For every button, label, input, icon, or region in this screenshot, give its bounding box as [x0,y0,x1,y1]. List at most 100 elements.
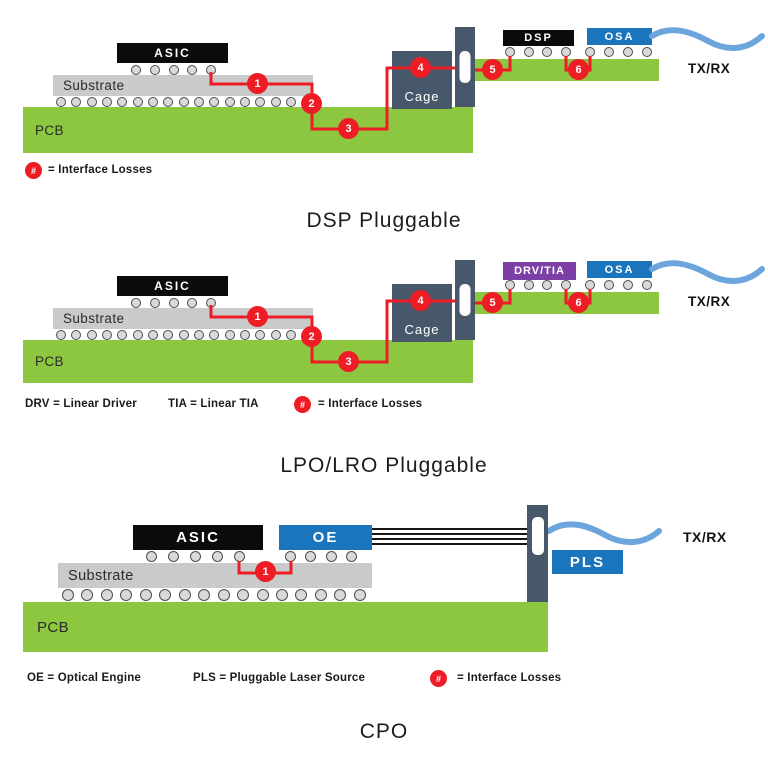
dsp-ball-row [505,47,571,57]
loss-marker-2: 2 [301,326,322,347]
solder-ball [62,589,74,601]
solder-ball [642,280,652,290]
solder-ball [217,589,230,601]
loss-marker-3: 3 [338,118,359,139]
osa-ball-row [585,47,652,57]
solder-ball [237,589,250,601]
solder-ball [542,280,553,290]
loss-marker-1: 1 [255,561,276,582]
solder-ball [149,298,160,308]
dsp-label: DSP [524,32,553,44]
drvtia-label: DRV/TIA [514,265,565,277]
legend-item: = Interface Losses [318,398,423,410]
legend-item: = Interface Losses [48,164,153,176]
solder-ball [523,47,534,57]
diagram-title: CPO [359,720,409,743]
substrate: Substrate [53,75,313,96]
solder-ball [81,589,94,601]
ribbon-cable [372,528,530,545]
interface-loss-badge: # [294,396,311,413]
pls-label: PLS [569,553,606,571]
solder-ball [604,280,614,290]
solder-ball [255,330,266,340]
solder-ball [209,97,220,107]
osa-label: OSA [604,263,635,276]
solder-ball [560,47,571,57]
pcb-board: PCB [23,340,473,383]
pcb-label: PCB [35,354,64,369]
solder-ball [132,97,143,107]
solder-ball [131,65,141,75]
solder-ball [505,47,515,57]
loss-marker-1: 1 [247,306,268,327]
substrate-label: Substrate [68,567,134,584]
faceplate [455,260,475,340]
diagram-title: LPO/LRO Pluggable [280,454,488,477]
solder-ball [285,551,296,562]
solder-ball [604,47,614,57]
solder-ball [101,330,112,340]
solder-ball [193,97,204,107]
solder-ball [132,330,143,340]
solder-ball [56,330,66,340]
solder-ball [305,551,317,562]
solder-ball [146,551,157,562]
solder-ball [642,47,652,57]
solder-ball [314,589,327,601]
solder-ball [190,551,201,562]
solder-ball [224,330,235,340]
solder-ball [168,298,179,308]
hash-icon: # [299,399,305,410]
solder-ball [101,97,112,107]
txrx-label: TX/RX [683,529,727,545]
solder-ball [623,47,633,57]
solder-ball [120,589,133,601]
solder-ball [209,330,220,340]
asic-chip: ASIC [117,276,228,296]
solder-ball [275,589,288,601]
substrate-label: Substrate [63,311,125,326]
loss-marker-3: 3 [338,351,359,372]
solder-ball [256,589,269,601]
solder-ball [86,330,97,340]
solder-ball [542,47,553,57]
solder-ball [71,97,82,107]
solder-ball [163,330,174,340]
solder-ball [187,65,198,75]
oe-ball-row [285,551,357,562]
solder-ball [86,97,97,107]
solder-ball [325,551,337,562]
solder-ball [147,97,158,107]
asic-chip: ASIC [117,43,228,63]
solder-ball [163,97,174,107]
substrate-ball-row [56,330,296,340]
fiber-cable [649,260,765,284]
cage-label: Cage [404,89,440,104]
solder-ball [239,330,250,340]
solder-ball [239,97,250,107]
asic-ball-row [131,65,216,75]
solder-ball [255,97,266,107]
substrate-ball-row [62,589,366,601]
loss-marker-4: 4 [410,57,431,78]
solder-ball [224,97,235,107]
pcb-label: PCB [35,122,64,138]
solder-ball [285,97,296,107]
fiber-cable [649,27,765,51]
solder-ball [139,589,152,601]
drvtia-chip: DRV/TIA [503,262,576,280]
solder-ball [523,280,534,290]
solder-ball [345,551,357,562]
asic-label: ASIC [154,279,191,293]
solder-ball [206,65,216,75]
substrate-label: Substrate [63,78,125,93]
solder-ball [623,280,633,290]
solder-ball [159,589,172,601]
dsp-chip: DSP [503,30,574,46]
solder-ball [198,589,211,601]
pcb-board: PCB [23,107,473,153]
diagram-title: DSP Pluggable [306,209,462,232]
cage-label: Cage [404,322,440,337]
solder-ball [270,97,281,107]
legend-item: OE = Optical Engine [27,672,142,684]
